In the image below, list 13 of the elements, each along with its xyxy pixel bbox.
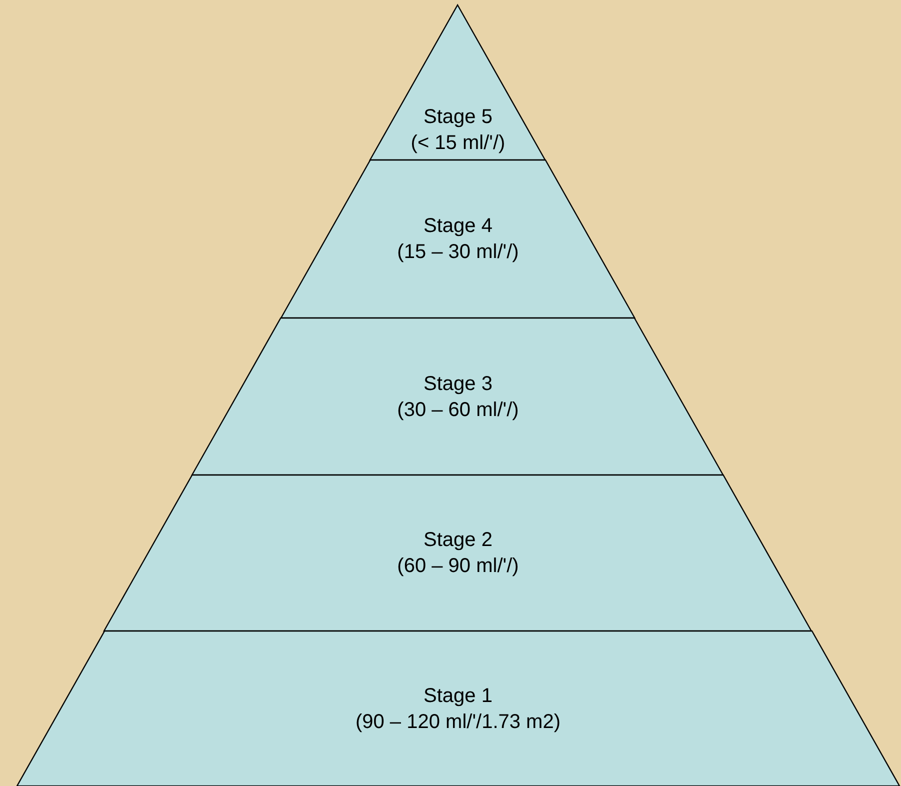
range-label: (60 – 90 ml/'/) bbox=[397, 554, 519, 579]
range-label: (< 15 ml/'/) bbox=[410, 131, 506, 156]
stage-label: Stage 1 bbox=[424, 684, 492, 708]
range-label: (90 – 120 ml/'/1.73 m2) bbox=[355, 710, 560, 734]
pyramid-tier bbox=[104, 475, 812, 631]
stage-label: Stage 2 bbox=[424, 528, 492, 553]
pyramid-tier bbox=[16, 631, 900, 786]
range-label: (30 – 60 ml/'/) bbox=[397, 398, 519, 422]
stage-label: Stage 4 bbox=[424, 214, 492, 239]
stage-label: Stage 5 bbox=[424, 105, 492, 130]
range-label: (15 – 30 ml/'/) bbox=[397, 240, 519, 265]
stage-label: Stage 3 bbox=[424, 372, 492, 396]
pyramid-tier bbox=[192, 318, 724, 475]
